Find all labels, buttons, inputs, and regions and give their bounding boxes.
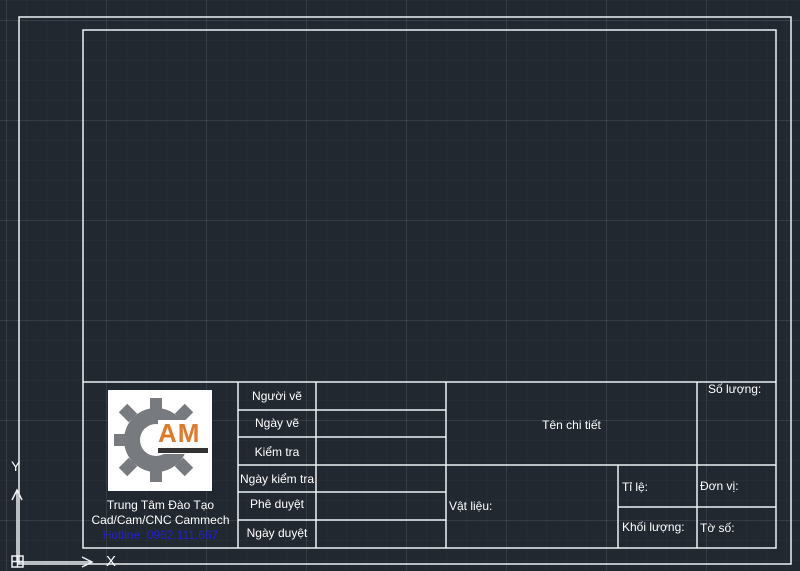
gear-icon: [114, 398, 210, 482]
company-line-1: Trung Tâm Đào Tạo: [106, 498, 215, 512]
label-drawn-date: Ngày vẽ: [254, 416, 300, 430]
company-logo: AM: [108, 390, 212, 491]
ucs-icon: [11, 488, 94, 568]
label-sheet-no: Tờ số:: [700, 521, 735, 535]
company-line-2: Cad/Cam/CNC Cammech: [91, 513, 230, 527]
label-checked-date: Ngày kiểm tra: [239, 472, 315, 486]
label-quantity: Số lượng:: [708, 382, 762, 396]
label-material: Vật liệu:: [449, 499, 493, 513]
label-drawn-by: Người vẽ: [252, 389, 302, 403]
label-approved-date: Ngày duyệt: [246, 526, 308, 540]
ucs-x-label: X: [106, 553, 117, 570]
company-hotline: Hotline: 0962.111.667: [102, 528, 219, 542]
label-unit: Đơn vị:: [700, 479, 739, 493]
label-checked-by: Kiểm tra: [254, 445, 300, 459]
inner-border: [82, 29, 777, 549]
label-weight: Khối lượng:: [622, 520, 685, 534]
outer-border: [18, 16, 792, 565]
ucs-y-label: Y: [11, 458, 21, 474]
logo-text: AM: [158, 418, 201, 448]
label-approved-by: Phê duyệt: [249, 497, 305, 511]
label-part-name: Tên chi tiết: [542, 418, 601, 432]
label-scale: Tỉ lệ:: [622, 480, 649, 494]
